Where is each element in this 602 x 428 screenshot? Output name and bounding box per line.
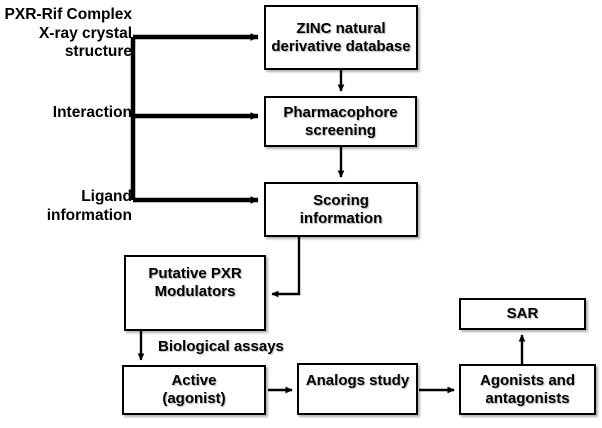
- input-label-interaction: Interaction: [52, 104, 132, 121]
- node-sar-line1: SAR: [506, 305, 539, 323]
- node-active-agonist[interactable]: Active (agonist): [122, 365, 266, 415]
- node-pharmacophore-screening-line1: Pharmacophore: [283, 103, 398, 121]
- node-scoring-information-line1: Scoring: [313, 191, 369, 209]
- node-putative-pxr-modulators-line1: Putative PXR: [148, 265, 242, 282]
- edge-label-biological-assays: Biological assays: [158, 338, 284, 355]
- node-pharmacophore-screening[interactable]: Pharmacophore screening: [264, 96, 417, 147]
- node-agonists-antagonists-line1: Agonists and: [479, 371, 575, 389]
- node-analogs-study[interactable]: Analogs study: [297, 363, 418, 415]
- node-agonists-antagonists-line2: antagonists: [485, 389, 570, 407]
- node-scoring-information[interactable]: Scoring information: [264, 182, 418, 237]
- node-zinc-database[interactable]: ZINC natural derivative database: [264, 5, 418, 70]
- node-putative-pxr-modulators[interactable]: Putative PXR Modulators: [124, 255, 266, 331]
- node-scoring-information-line2: information: [299, 209, 383, 227]
- input-label-xray-crystal-structure: PXR-Rif Complex X-ray crystal structure: [4, 6, 132, 61]
- node-sar[interactable]: SAR: [459, 298, 586, 330]
- node-zinc-database-line2: derivative database: [271, 37, 411, 55]
- node-active-agonist-line1: Active: [171, 372, 217, 390]
- node-analogs-study-line1: Analogs study: [305, 372, 410, 389]
- node-agonists-antagonists[interactable]: Agonists and antagonists: [459, 364, 596, 415]
- node-active-agonist-line2: (agonist): [162, 390, 226, 407]
- input-label-ligand-information: Ligand information: [46, 188, 132, 224]
- node-zinc-database-line1: ZINC natural: [296, 19, 386, 37]
- node-putative-pxr-modulators-line2: Modulators: [154, 282, 236, 300]
- connector-scoring-to-putative: [271, 237, 301, 298]
- node-pharmacophore-screening-line2: screening: [305, 121, 376, 139]
